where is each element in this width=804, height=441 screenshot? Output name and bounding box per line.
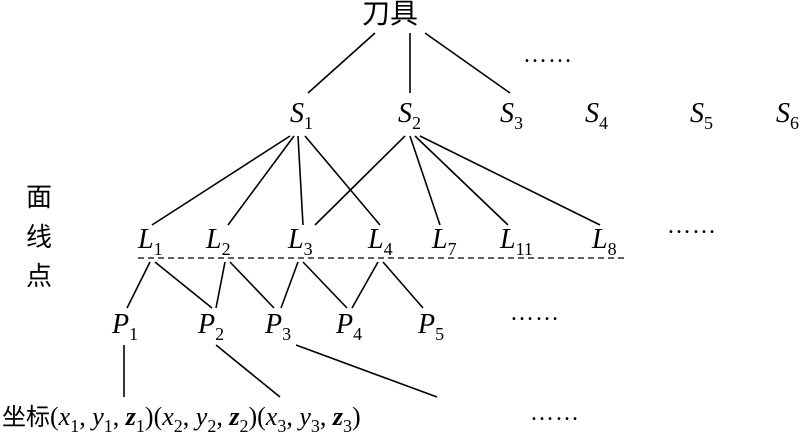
edge-l1-p2 xyxy=(154,261,213,309)
side-label-line: 线 xyxy=(26,223,53,253)
line-l8: L8 xyxy=(592,224,617,259)
edge-l4-p5 xyxy=(382,261,424,309)
surface-s6: S6 xyxy=(776,98,799,133)
point-p5: P5 xyxy=(418,309,445,344)
coordinates-ellipsis: …… xyxy=(530,400,580,426)
line-l3: L3 xyxy=(288,224,313,259)
edge-s2-l11 xyxy=(414,135,509,226)
side-label-point: 点 xyxy=(26,262,53,292)
root-label: 刀具 xyxy=(362,0,419,30)
point-p1: P1 xyxy=(112,309,139,344)
coordinates-prefix: 坐标 xyxy=(2,403,50,431)
edge-l2-p3 xyxy=(229,261,275,309)
coord-tuple-1: (x1, y1, z1) xyxy=(50,402,154,436)
line-l1: L1 xyxy=(138,224,163,259)
side-label-surface: 面 xyxy=(26,183,53,213)
edge-l1-p1 xyxy=(126,261,151,309)
edge-p3-c3 xyxy=(295,344,438,398)
points-ellipsis: …… xyxy=(510,300,560,326)
edge-s1-l4 xyxy=(304,135,381,226)
lines-ellipsis: …… xyxy=(667,213,717,239)
surface-s3: S3 xyxy=(500,98,523,133)
edge-l3-p4 xyxy=(302,261,348,309)
line-l11: L11 xyxy=(500,224,533,259)
edge-s2-l3 xyxy=(314,135,406,226)
root-ellipsis: …… xyxy=(523,42,573,68)
edge-root-s3 xyxy=(424,32,511,94)
coord-tuple-3: (x3, y3, z3) xyxy=(257,402,361,436)
line-l4: L4 xyxy=(368,224,393,259)
edge-p2-c2 xyxy=(215,344,281,398)
point-p4: P4 xyxy=(336,309,363,344)
edge-l3-p3 xyxy=(280,261,299,309)
edge-s1-l1 xyxy=(151,135,291,226)
line-l7: L7 xyxy=(432,224,457,259)
surface-s2: S2 xyxy=(398,98,421,133)
point-p3: P3 xyxy=(265,309,292,344)
edge-s2-l7 xyxy=(409,135,441,226)
edge-l4-p4 xyxy=(351,261,379,309)
surface-s5: S5 xyxy=(690,98,713,133)
edge-l2-p2 xyxy=(215,261,226,309)
surface-s4: S4 xyxy=(585,98,608,133)
coord-tuple-2: (x2, y2, z2) xyxy=(153,402,258,436)
edge-s1-l2 xyxy=(227,135,295,226)
point-p2: P2 xyxy=(198,309,225,344)
line-l2: L2 xyxy=(206,224,231,259)
edge-s2-l8 xyxy=(419,135,601,226)
surface-s1: S1 xyxy=(290,98,313,133)
edge-root-s1 xyxy=(307,32,376,94)
coordinates-row: 坐标(x1, y1, z1)(x2, y2, z2)(x3, y3, z3) xyxy=(2,402,361,436)
edge-s1-l3 xyxy=(297,135,304,226)
